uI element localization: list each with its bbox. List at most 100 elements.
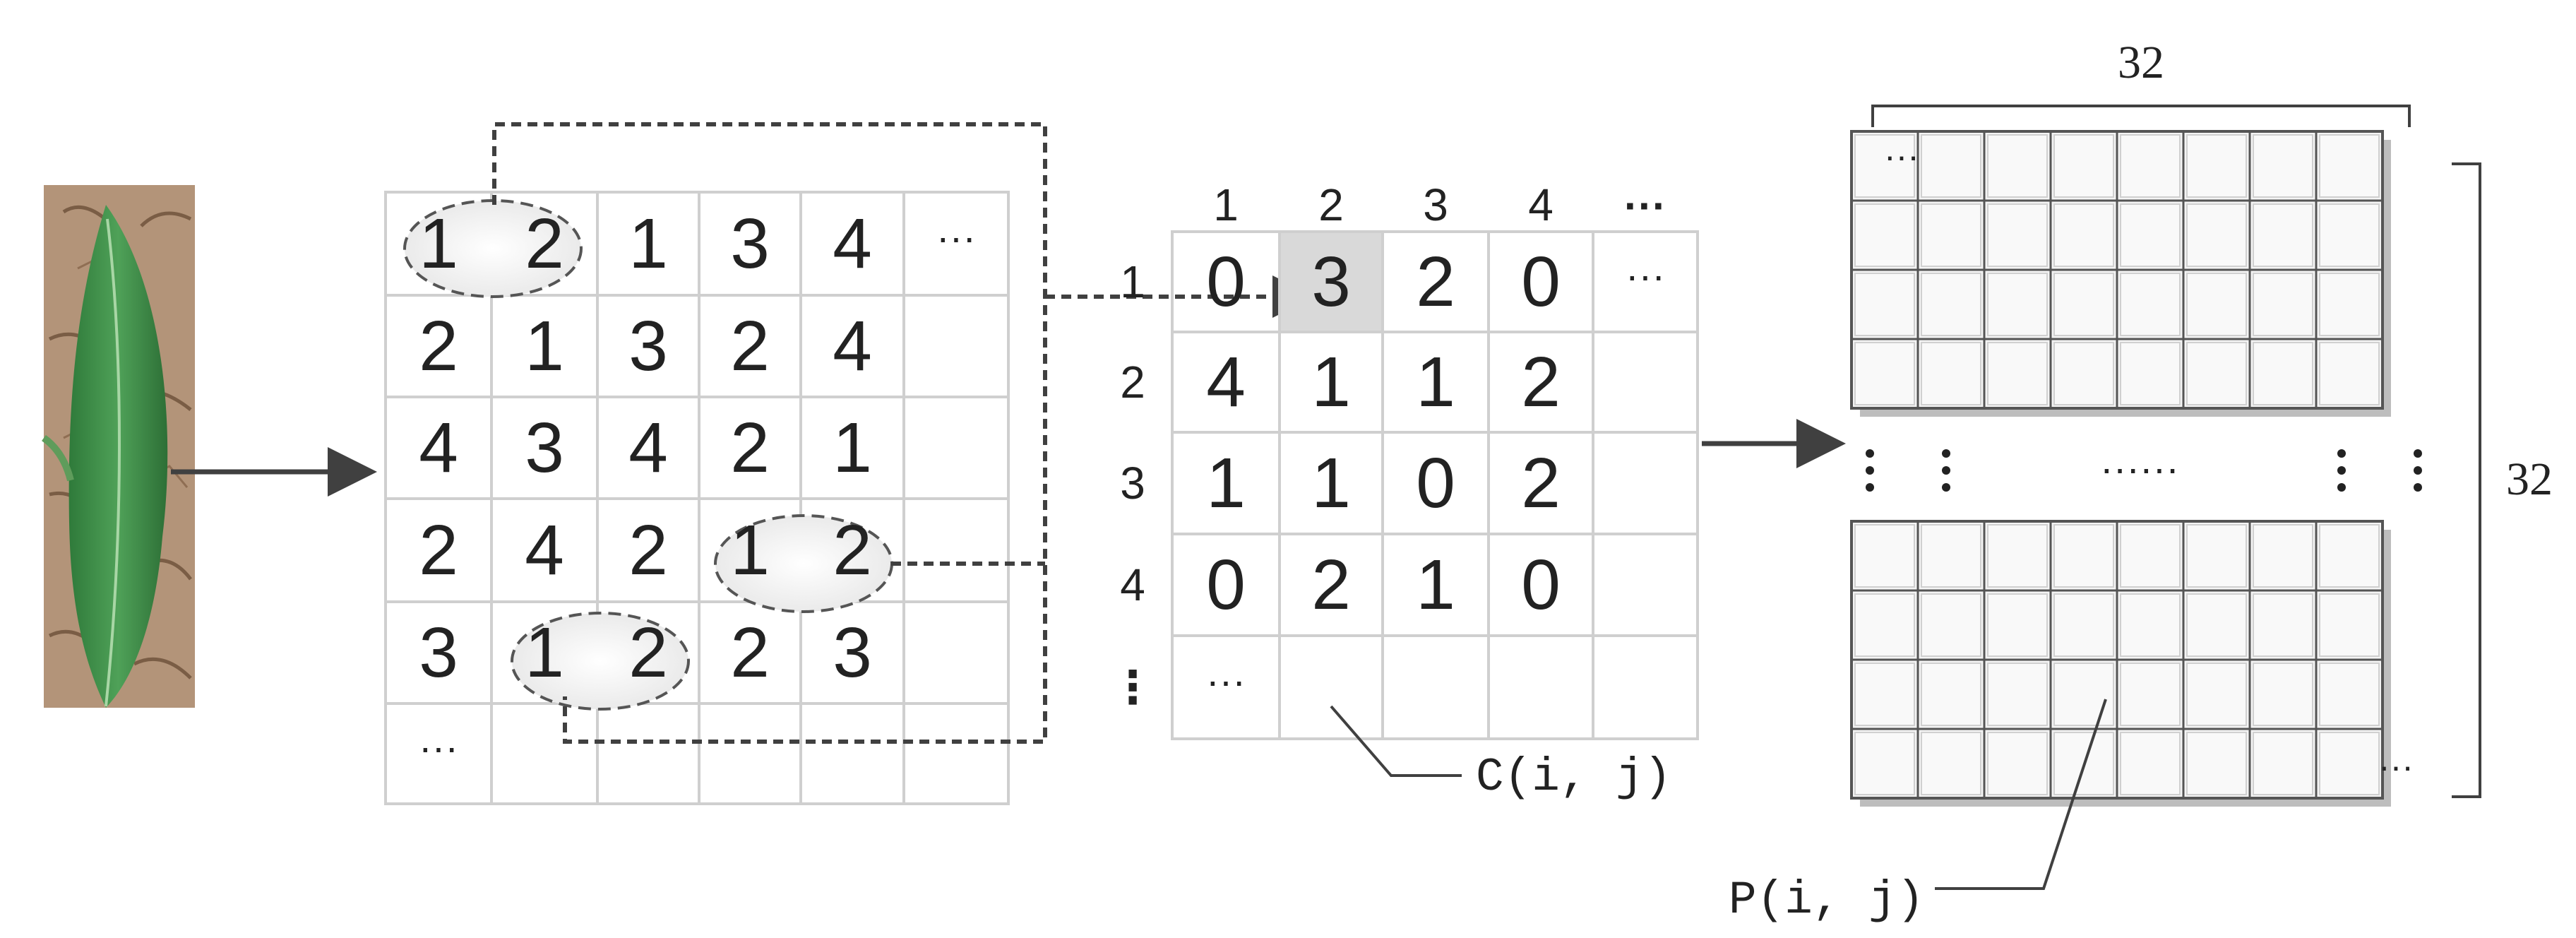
cooccurrence-cell — [1592, 634, 1699, 740]
width-bracket — [1871, 105, 2411, 127]
cooccurrence-value: ··· — [1206, 658, 1246, 703]
source-value: 2 — [730, 408, 770, 487]
feature-cell — [1854, 524, 1915, 588]
feature-cell — [2319, 203, 2380, 267]
feature-grid: 32 ··· ··· ······ 32 P(i, j) — [1729, 37, 2553, 927]
feature-cell — [2120, 524, 2181, 588]
cooccurrence-cell — [1381, 634, 1490, 740]
highlight-cell — [1280, 232, 1383, 331]
feature-cell — [2319, 342, 2380, 405]
vertical-ellipsis-group — [1866, 449, 2422, 492]
source-matrix-grid — [384, 191, 1010, 805]
source-value: 2 — [628, 511, 668, 590]
source-cell — [490, 702, 599, 805]
source-value: 1 — [628, 204, 668, 283]
feature-cell — [1921, 342, 1981, 405]
source-cell — [902, 294, 1010, 398]
feature-cell — [2120, 593, 2181, 657]
feature-cell — [2253, 663, 2313, 726]
feature-cell — [2253, 593, 2313, 657]
top-corner-dots: ··· — [1884, 136, 1919, 176]
width-label: 32 — [2118, 37, 2164, 88]
c-label-leader — [1330, 705, 1462, 777]
p-label: P(i, j) — [1729, 874, 1924, 927]
feature-cell — [1987, 524, 2048, 588]
source-value: 2 — [628, 613, 668, 692]
feature-cell — [1854, 732, 1915, 795]
feature-cell — [1987, 203, 2048, 267]
cooccurrence-cell — [1592, 533, 1699, 637]
feature-cell — [2319, 524, 2380, 588]
feature-cell — [1987, 342, 2048, 405]
feature-cell — [2319, 134, 2380, 198]
source-value: 4 — [419, 408, 458, 487]
source-value: 3 — [525, 408, 564, 487]
source-value: 4 — [628, 408, 668, 487]
feature-cell — [2186, 203, 2247, 267]
source-value: 2 — [419, 307, 458, 386]
source-value: 3 — [628, 307, 668, 386]
source-value: 1 — [525, 307, 564, 386]
feature-cell — [1921, 732, 1981, 795]
feature-cell — [2319, 732, 2380, 795]
feature-cell — [2253, 524, 2313, 588]
source-cell — [902, 497, 1010, 603]
feature-cell — [2053, 593, 2114, 657]
col-header: 1 — [1213, 179, 1239, 230]
feature-cell — [2053, 342, 2114, 405]
feature-cell — [1854, 203, 1915, 267]
feature-cell — [2186, 342, 2247, 405]
feature-cell — [2053, 134, 2114, 198]
cooccurrence-value: 2 — [1521, 444, 1561, 523]
cooccurrence-value: 4 — [1206, 343, 1246, 422]
feature-cell — [1987, 273, 2048, 336]
source-value: 2 — [419, 511, 458, 590]
feature-cell — [2319, 593, 2380, 657]
cooccurrence-value: 0 — [1521, 242, 1561, 321]
cooccurrence-value: 1 — [1206, 444, 1246, 523]
row-header: 3 — [1120, 458, 1145, 509]
feature-grid-top-block — [1850, 130, 2391, 417]
cooccurrence-value: 0 — [1521, 545, 1561, 624]
feature-cell — [2186, 524, 2247, 588]
col-header: ··· — [1624, 182, 1666, 230]
source-value: 4 — [833, 307, 872, 386]
source-cell — [698, 702, 802, 805]
cooccurrence-value: 2 — [1521, 343, 1561, 422]
source-value: 1 — [419, 204, 458, 283]
cooccurrence-matrix-grid — [1171, 230, 1699, 740]
cooccurrence-cell — [1592, 331, 1699, 434]
cooccurrence-value: 0 — [1416, 444, 1455, 523]
feature-cell — [2053, 273, 2114, 336]
row-header: 1 — [1120, 256, 1145, 307]
source-value: 1 — [833, 408, 872, 487]
cooccurrence-value: 1 — [1416, 343, 1455, 422]
feature-cell — [2053, 663, 2114, 726]
feature-cell — [2053, 203, 2114, 267]
cooccurrence-value: 0 — [1206, 545, 1246, 624]
feature-cell — [2120, 663, 2181, 726]
cooccurrence-value: 2 — [1416, 242, 1455, 321]
row-header: 2 — [1120, 357, 1145, 408]
feature-cell — [2319, 273, 2380, 336]
source-value: 4 — [525, 511, 564, 590]
source-value: 4 — [833, 204, 872, 283]
feature-cell — [1854, 342, 1915, 405]
source-value: 2 — [525, 204, 564, 283]
cooccurrence-value: 1 — [1311, 444, 1351, 523]
cooccurrence-value: 1 — [1311, 343, 1351, 422]
c-label: C(i, j) — [1476, 751, 1671, 804]
pair-oval-bottom — [511, 612, 690, 711]
feature-cell — [2186, 732, 2247, 795]
row-header: ⋮ — [1110, 662, 1155, 713]
feature-cell — [2319, 663, 2380, 726]
feature-cell — [2186, 663, 2247, 726]
source-value: 2 — [730, 307, 770, 386]
flow-arrows — [171, 419, 1846, 497]
feature-cell — [2253, 732, 2313, 795]
source-cell — [902, 396, 1010, 500]
feature-cell — [2120, 273, 2181, 336]
